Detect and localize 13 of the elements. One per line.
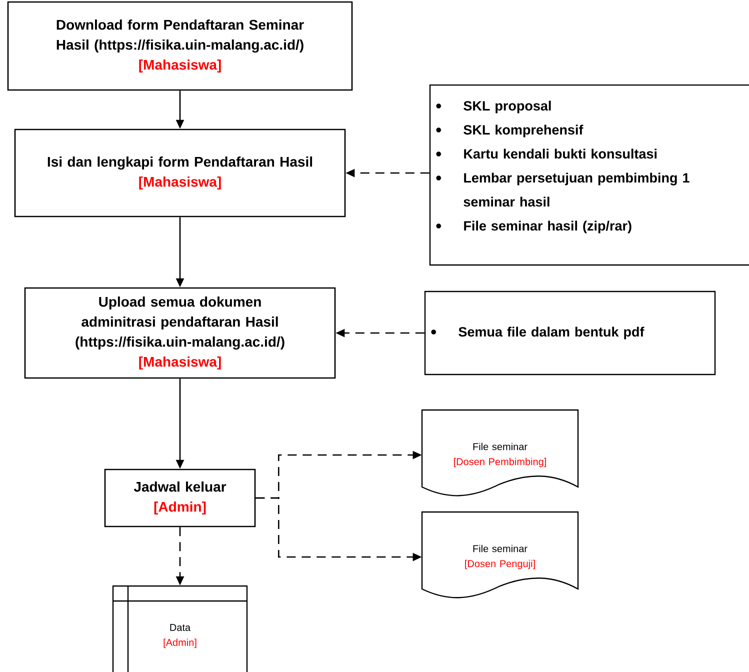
bullet-item: Semua file dalam bentuk pdf (431, 326, 644, 340)
bullet-item: File seminar hasil (zip/rar) (436, 220, 632, 234)
data-store: Data [Admin] (112, 585, 248, 672)
process-box: Isi dan lengkapi form Pendaftaran Hasil [Mahasiswa] (14, 128, 346, 218)
bullet-item: Kartu kendali bukti konsultasi (436, 148, 657, 159)
note-box (424, 290, 716, 376)
note-box (429, 84, 749, 266)
bullet-item: SKL proposal (436, 100, 551, 114)
bullet-item: SKL komprehensif (436, 124, 584, 138)
process-box: Jadwal keluar [Admin] (104, 468, 256, 528)
bullet-item: Lembar persetujuan pembimbing 1 seminar hasil (436, 172, 690, 207)
process-box: Download form Pendaftaran Seminar Hasil (https://fisika.uin-malang.ac.id/) [Mahasiswa] (7, 1, 353, 91)
process-box: Upload semua dokumen adminitrasi pendaftaran Hasil (https://fisika.uin-malang.ac.id/) [Mahasiswa] (24, 287, 336, 379)
